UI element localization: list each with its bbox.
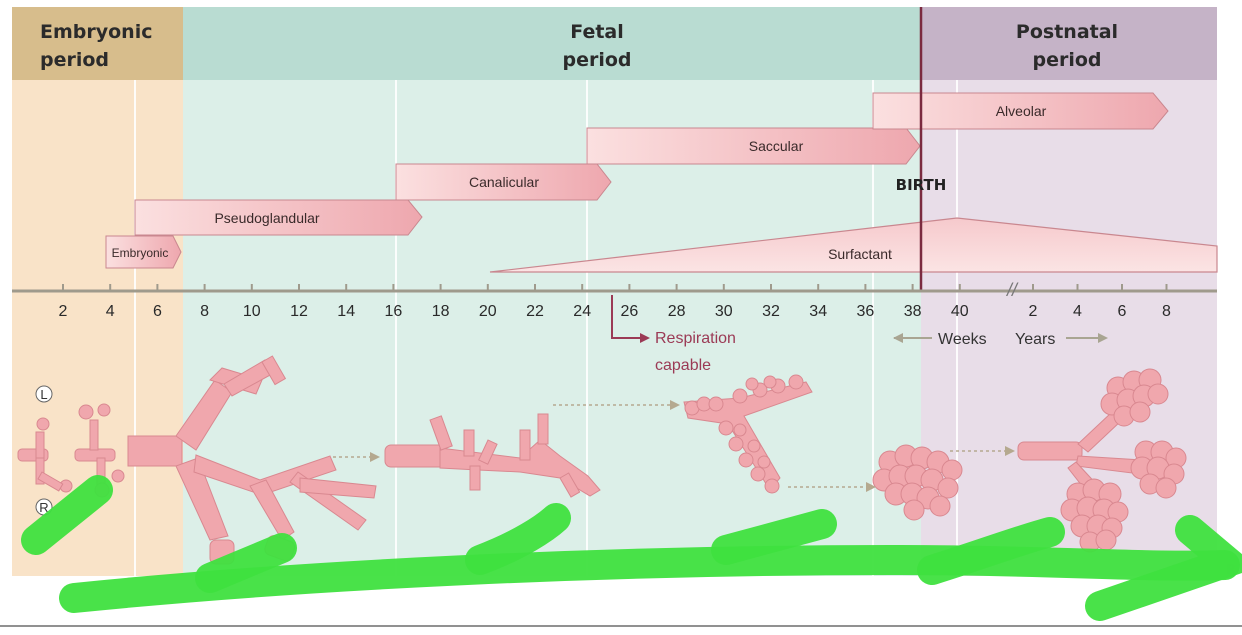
postnatal-alveolar-tree: [1017, 368, 1187, 553]
fetal-period-subtitle: period: [562, 49, 631, 71]
birth-label: BIRTH: [896, 176, 947, 194]
saccular-cluster: [683, 374, 813, 494]
year-tick-label: 6: [1118, 303, 1127, 320]
week-tick-label: 20: [479, 303, 497, 320]
year-tick-label: 2: [1029, 303, 1038, 320]
fetal-period-title: Fetal: [570, 21, 624, 43]
highlighter-stroke-1: [21, 475, 113, 555]
week-tick-label: 2: [59, 303, 68, 320]
week-tick-label: 24: [573, 303, 591, 320]
alveolar-cluster-birth: [872, 444, 963, 521]
highlighter-main-stroke: [59, 544, 1240, 613]
week-tick-label: 16: [385, 303, 403, 320]
years-label: Years: [1015, 331, 1055, 348]
progression-arrows: [333, 404, 1005, 488]
highlighter-stroke-5: [917, 517, 1065, 585]
pseudoglandular-bronchial-tree: [127, 355, 377, 565]
week-tick-label: 14: [337, 303, 355, 320]
week-tick-label: 22: [526, 303, 544, 320]
weeks-years-legend: Weeks Years: [893, 331, 1108, 348]
week-tick-label: 32: [762, 303, 780, 320]
week-tick-label: 40: [951, 303, 969, 320]
year-tick-label: 4: [1073, 303, 1082, 320]
highlighter-strokes: [21, 475, 1242, 621]
stage-embryonic-label: Embryonic: [112, 246, 169, 260]
stage-saccular: [586, 127, 921, 165]
week-tick-label: 34: [809, 303, 827, 320]
stage-canalicular-label: Canalicular: [469, 174, 539, 190]
postnatal-period-subtitle: period: [1032, 49, 1101, 71]
left-lung-marker: L: [35, 385, 53, 403]
stage-pseudoglandular: [134, 199, 423, 236]
postnatal-period-header: [921, 7, 1217, 80]
year-tick-label: 8: [1162, 303, 1171, 320]
stage-canalicular: [395, 163, 612, 201]
week-tick-label: 4: [106, 303, 115, 320]
stage-arrows: Embryonic Pseudoglandular Canalicular Sa…: [105, 92, 1169, 269]
lung-illustrations: [17, 355, 1187, 565]
highlighter-stroke-2: [195, 533, 297, 593]
lung-bud-branching: [74, 403, 125, 498]
stage-embryonic: [105, 235, 182, 269]
week-tick-label: 10: [243, 303, 261, 320]
weeks-label: Weeks: [938, 331, 987, 348]
highlighter-arrow-tip: [1085, 515, 1242, 621]
highlighter-stroke-4: [711, 509, 837, 565]
stage-pseudoglandular-label: Pseudoglandular: [214, 210, 319, 226]
svg-text:R: R: [39, 500, 48, 515]
progression-arrowheads: [370, 400, 1015, 492]
fetal-period-header: [183, 7, 921, 80]
week-tick-label: 38: [904, 303, 922, 320]
canalicular-airway: [384, 413, 601, 498]
postnatal-period-title: Postnatal: [1016, 21, 1118, 43]
respiration-label-line1: Respiration: [655, 330, 736, 347]
week-tick-label: 12: [290, 303, 308, 320]
week-tick-label: 26: [621, 303, 639, 320]
respiration-capable-annotation: Respiration capable: [611, 295, 736, 374]
surfactant-wedge: [489, 217, 1218, 273]
stage-alveolar: [872, 92, 1169, 130]
week-tick-label: 36: [857, 303, 875, 320]
axis-break-mark: //: [1005, 280, 1019, 300]
respiration-label-line2: capable: [655, 357, 711, 374]
highlighter-stroke-3: [465, 503, 571, 575]
week-tick-label: 6: [153, 303, 162, 320]
week-tick-label: 8: [200, 303, 209, 320]
lung-bud-early: [17, 417, 73, 493]
embryonic-period-title: Embryonic: [40, 21, 153, 43]
embryonic-period-subtitle: period: [40, 49, 109, 71]
surfactant-label: Surfactant: [828, 246, 892, 262]
stage-alveolar-label: Alveolar: [996, 103, 1047, 119]
embryonic-period-header: [12, 7, 183, 80]
svg-text:L: L: [40, 387, 47, 402]
week-tick-label: 30: [715, 303, 733, 320]
week-tick-label: 18: [432, 303, 450, 320]
stage-saccular-label: Saccular: [749, 138, 804, 154]
week-tick-label: 28: [668, 303, 686, 320]
